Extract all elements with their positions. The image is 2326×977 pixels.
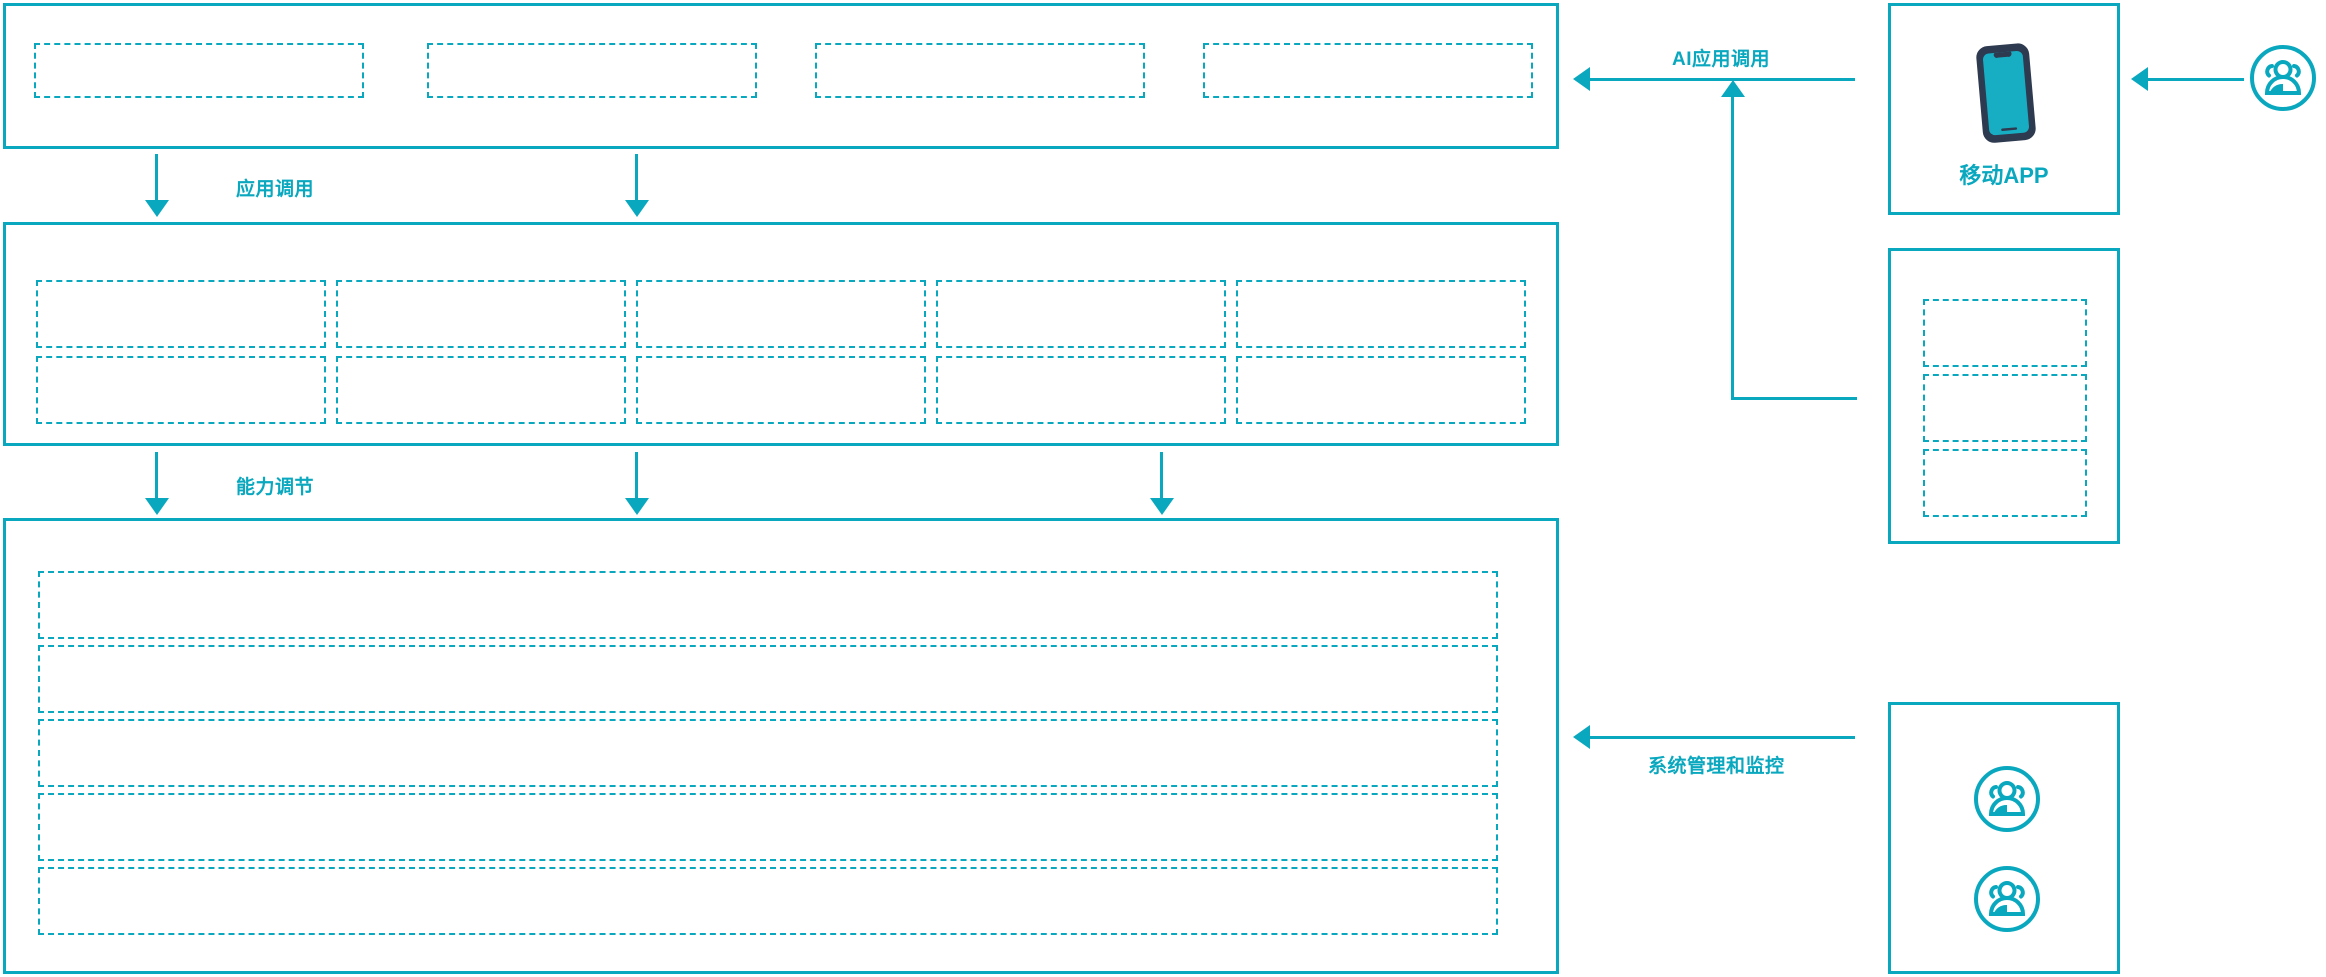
app-call-arrow-head-1 [145,200,169,217]
platform-slot-1[interactable] [38,571,1498,639]
ai-app-call-arrow-head [1573,67,1590,91]
application-slot-1[interactable] [34,43,364,98]
ai-app-call-riser-head [1721,80,1745,97]
system-monitor-arrow-line [1590,736,1855,739]
capability-call-arrow-line-1 [155,452,158,504]
app-call-arrow-line-1 [155,154,158,206]
capability-call-arrow-head-3 [1150,498,1174,515]
end-user-to-mobile-arrow-head [2131,67,2148,91]
capability-slot-4[interactable] [936,280,1226,348]
platform-slot-4[interactable] [38,793,1498,861]
ai-app-call-label: AI应用调用 [1672,49,1771,70]
platform-layer-panel [3,518,1559,974]
capability-slot-8[interactable] [636,356,926,424]
users-group-icon [1974,866,2040,932]
app-call-arrow-head-2 [625,200,649,217]
channel-slot-3[interactable] [1923,449,2087,517]
capability-slot-7[interactable] [336,356,626,424]
platform-slot-5[interactable] [38,867,1498,935]
channel-panel [1888,248,2120,544]
system-monitor-label: 系统管理和监控 [1648,756,1785,777]
application-slot-2[interactable] [427,43,757,98]
end-user-actor[interactable] [2247,42,2319,114]
channel-slot-1[interactable] [1923,299,2087,367]
channel-slot-2[interactable] [1923,374,2087,442]
capability-layer-panel [3,222,1559,446]
capability-slot-6[interactable] [36,356,326,424]
system-monitor-arrow-head [1573,725,1590,749]
capability-slot-5[interactable] [1236,280,1526,348]
ai-app-call-riser-line [1731,96,1734,400]
ai-app-call-arrow-line [1590,78,1855,81]
management-user-icon-1[interactable] [1971,763,2043,835]
management-panel [1888,702,2120,974]
capability-call-arrow-head-2 [625,498,649,515]
management-user-icon-2[interactable] [1971,863,2043,935]
app-call-arrow-line-2 [635,154,638,206]
users-group-icon [1974,766,2040,832]
platform-slot-2[interactable] [38,645,1498,713]
application-layer-panel [3,3,1559,149]
capability-call-arrow-line-2 [635,452,638,504]
app-call-label: 应用调用 [236,179,315,200]
capability-slot-2[interactable] [336,280,626,348]
end-user-to-mobile-arrow-line [2148,78,2244,81]
mobile-app-caption: 移动APP [1959,163,2049,188]
application-slot-3[interactable] [815,43,1145,98]
users-group-icon [2250,45,2316,111]
capability-call-arrow-line-3 [1160,452,1163,504]
capability-slot-9[interactable] [936,356,1226,424]
ai-app-call-riser-base [1731,397,1857,400]
capability-call-label: 能力调节 [236,477,315,498]
platform-slot-3[interactable] [38,719,1498,787]
capability-slot-10[interactable] [1236,356,1526,424]
capability-call-arrow-head-1 [145,498,169,515]
application-slot-4[interactable] [1203,43,1533,98]
smartphone-icon [1967,38,2047,148]
mobile-app-panel[interactable]: 移动APP [1888,3,2120,215]
capability-slot-1[interactable] [36,280,326,348]
capability-slot-3[interactable] [636,280,926,348]
